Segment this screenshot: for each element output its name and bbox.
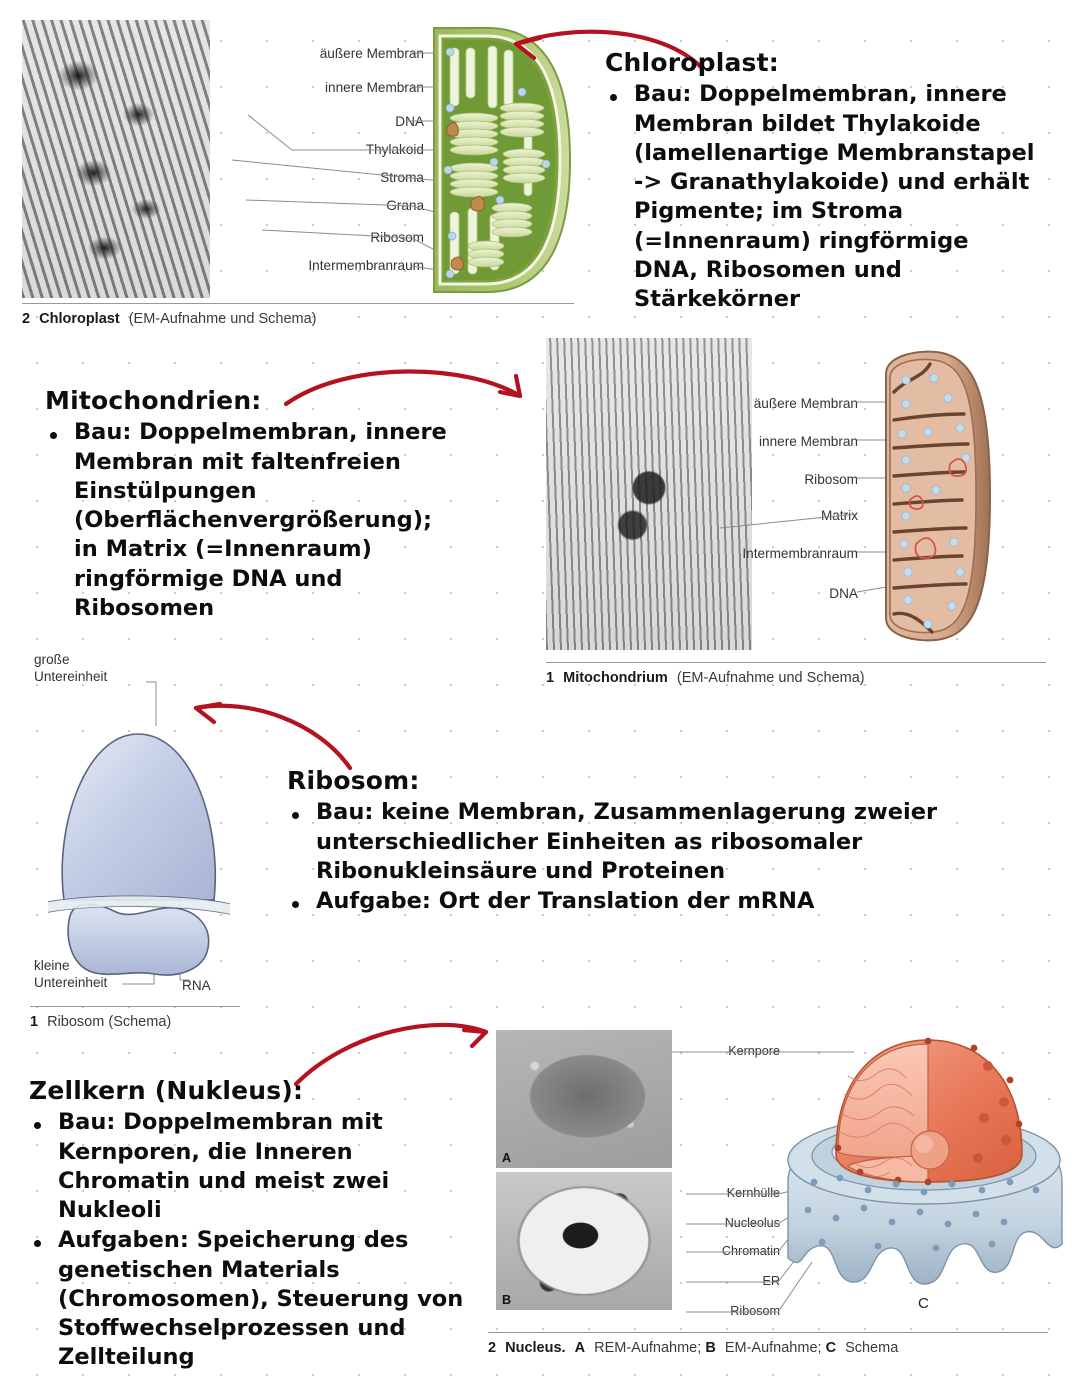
nucleus-label-kernpore: Kernpore — [728, 1044, 780, 1058]
nucleus-panel-c-letter: C — [918, 1295, 929, 1312]
ribosom-caption-rest: (Schema) — [108, 1014, 172, 1030]
ribosom-label-large-line2: Untereinheit — [34, 668, 108, 684]
nucleus-caption: 2 Nucleus. A REM-Aufnahme; B EM-Aufnahme… — [488, 1332, 1048, 1356]
ribosom-label-small-line2: Untereinheit — [34, 974, 108, 990]
nucleus-label-er: ER — [762, 1274, 781, 1288]
mito-label-ribosom: Ribosom — [804, 472, 858, 487]
ribosom-label-small-subunit: kleine Untereinheit — [34, 958, 107, 991]
list-item: Bau: Doppelmembran, innere Membran mit f… — [40, 418, 460, 623]
ribosom-label-large-line1: große — [34, 652, 70, 667]
chloroplast-caption-rest: (EM-Aufnahme und Schema) — [128, 311, 317, 327]
ribosom-caption-title: Ribosom — [47, 1014, 105, 1030]
mitochondrium-em-photo — [546, 338, 752, 650]
nucleus-label-kernhuelle: Kernhülle — [726, 1186, 780, 1200]
arrow-to-mitochondrion — [283, 369, 523, 407]
nucleus-label-nucleolus: Nucleolus — [724, 1216, 780, 1230]
chloroplast-caption: 2 Chloroplast (EM-Aufnahme und Schema) — [22, 303, 574, 327]
nucleus-label-group: Kernpore Kernhülle Nucleolus Chromatin E… — [676, 1030, 786, 1320]
nucleus-caption-number: 2 — [488, 1340, 497, 1356]
note-ribosom-bullets: Bau: keine Membran, Zusammenlagerung zwe… — [282, 798, 1022, 916]
chloroplast-schematic — [433, 27, 572, 293]
nucleus-caption-c-text: Schema — [841, 1340, 899, 1356]
nucleus-panel-a-letter: A — [502, 1151, 512, 1165]
list-item: Aufgabe: Ort der Translation der mRNA — [282, 887, 1022, 916]
chloroplast-label-aeussere-membran: äußere Membran — [319, 46, 424, 61]
mito-label-aeussere-membran: äußere Membran — [753, 396, 858, 411]
note-ribosom-heading: Ribosom: — [282, 767, 427, 794]
nucleus-caption-b-text: EM-Aufnahme; — [720, 1340, 826, 1356]
nucleus-label-ribosom: Ribosom — [730, 1304, 780, 1318]
chloroplast-caption-number: 2 — [22, 311, 31, 327]
note-zellkern-bullets: Bau: Doppelmembran mit Kernporen, die In… — [24, 1108, 464, 1372]
list-item: Bau: keine Membran, Zusammenlagerung zwe… — [282, 798, 1022, 886]
note-chloroplast-bullets: Bau: Doppelmembran, innere Membran bilde… — [600, 80, 1040, 314]
note-chloroplast: Chloroplast: Bau: Doppelmembran, innere … — [600, 49, 1040, 315]
nucleus-label-chromatin: Chromatin — [721, 1244, 780, 1258]
ribosom-caption-number: 1 — [30, 1014, 39, 1030]
chloroplast-caption-title: Chloroplast — [39, 311, 120, 327]
chloroplast-label-group: äußere Membran innere Membran DNA Thylak… — [232, 20, 432, 298]
list-item: Bau: Doppelmembran, innere Membran bilde… — [600, 80, 1040, 314]
arrow-to-ribosom — [193, 701, 353, 771]
nucleus-caption-a: A — [574, 1340, 586, 1356]
note-mitochondrien-bullets: Bau: Doppelmembran, innere Membran mit f… — [40, 418, 460, 623]
list-item: Bau: Doppelmembran mit Kernporen, die In… — [24, 1108, 464, 1225]
chloroplast-label-intermembranraum: Intermembranraum — [308, 258, 424, 273]
nucleus-em-photo: B — [496, 1172, 672, 1310]
nucleus-caption-c: C — [825, 1340, 837, 1356]
mito-caption-title: Mitochondrium — [563, 670, 668, 686]
chloroplast-label-innere-membran: innere Membran — [325, 80, 424, 95]
ribosom-label-small-line1: kleine — [34, 958, 70, 973]
arrow-to-nucleus — [293, 1022, 489, 1087]
ribosom-label-rna: RNA — [182, 978, 211, 993]
note-zellkern: Zellkern (Nukleus): Bau: Doppelmembran m… — [24, 1077, 464, 1374]
mito-label-intermembranraum: Intermembranraum — [742, 546, 858, 561]
chloroplast-em-photo — [22, 20, 210, 298]
arrow-to-chloroplast — [513, 29, 705, 71]
note-mitochondrien-heading: Mitochondrien: — [40, 387, 269, 414]
chloroplast-leader-lines — [231, 52, 451, 273]
note-zellkern-heading: Zellkern (Nukleus): — [24, 1077, 311, 1104]
ribosom-schematic — [47, 733, 231, 976]
mitochondrium-leader-lines — [719, 401, 899, 593]
mito-caption-number: 1 — [546, 670, 555, 686]
note-ribosom: Ribosom: Bau: keine Membran, Zusammenlag… — [282, 767, 1022, 917]
nucleus-panel-b-letter: B — [502, 1293, 512, 1307]
ribosom-label-large-subunit: große Untereinheit — [34, 652, 107, 685]
ribosom-caption: 1 Ribosom (Schema) — [30, 1006, 240, 1030]
note-chloroplast-heading: Chloroplast: — [600, 49, 786, 76]
nucleus-caption-title: Nucleus. — [505, 1340, 566, 1356]
mitochondrium-schematic — [885, 350, 992, 642]
nucleus-caption-a-text: REM-Aufnahme; — [590, 1340, 706, 1356]
mitochondrium-label-group: äußere Membran innere Membran Ribosom Ma… — [742, 338, 862, 650]
list-item: Aufgaben: Speicherung des genetischen Ma… — [24, 1226, 464, 1372]
nucleus-rem-photo: A — [496, 1030, 672, 1168]
mitochondrium-caption: 1 Mitochondrium (EM-Aufnahme und Schema) — [546, 662, 1046, 686]
note-mitochondrien: Mitochondrien: Bau: Doppelmembran, inner… — [40, 387, 460, 624]
mito-label-dna: DNA — [829, 586, 858, 601]
nucleus-caption-b: B — [705, 1340, 716, 1356]
mito-caption-rest: (EM-Aufnahme und Schema) — [676, 670, 865, 686]
nucleus-schematic: C — [787, 1037, 1063, 1312]
mito-label-innere-membran: innere Membran — [759, 434, 858, 449]
